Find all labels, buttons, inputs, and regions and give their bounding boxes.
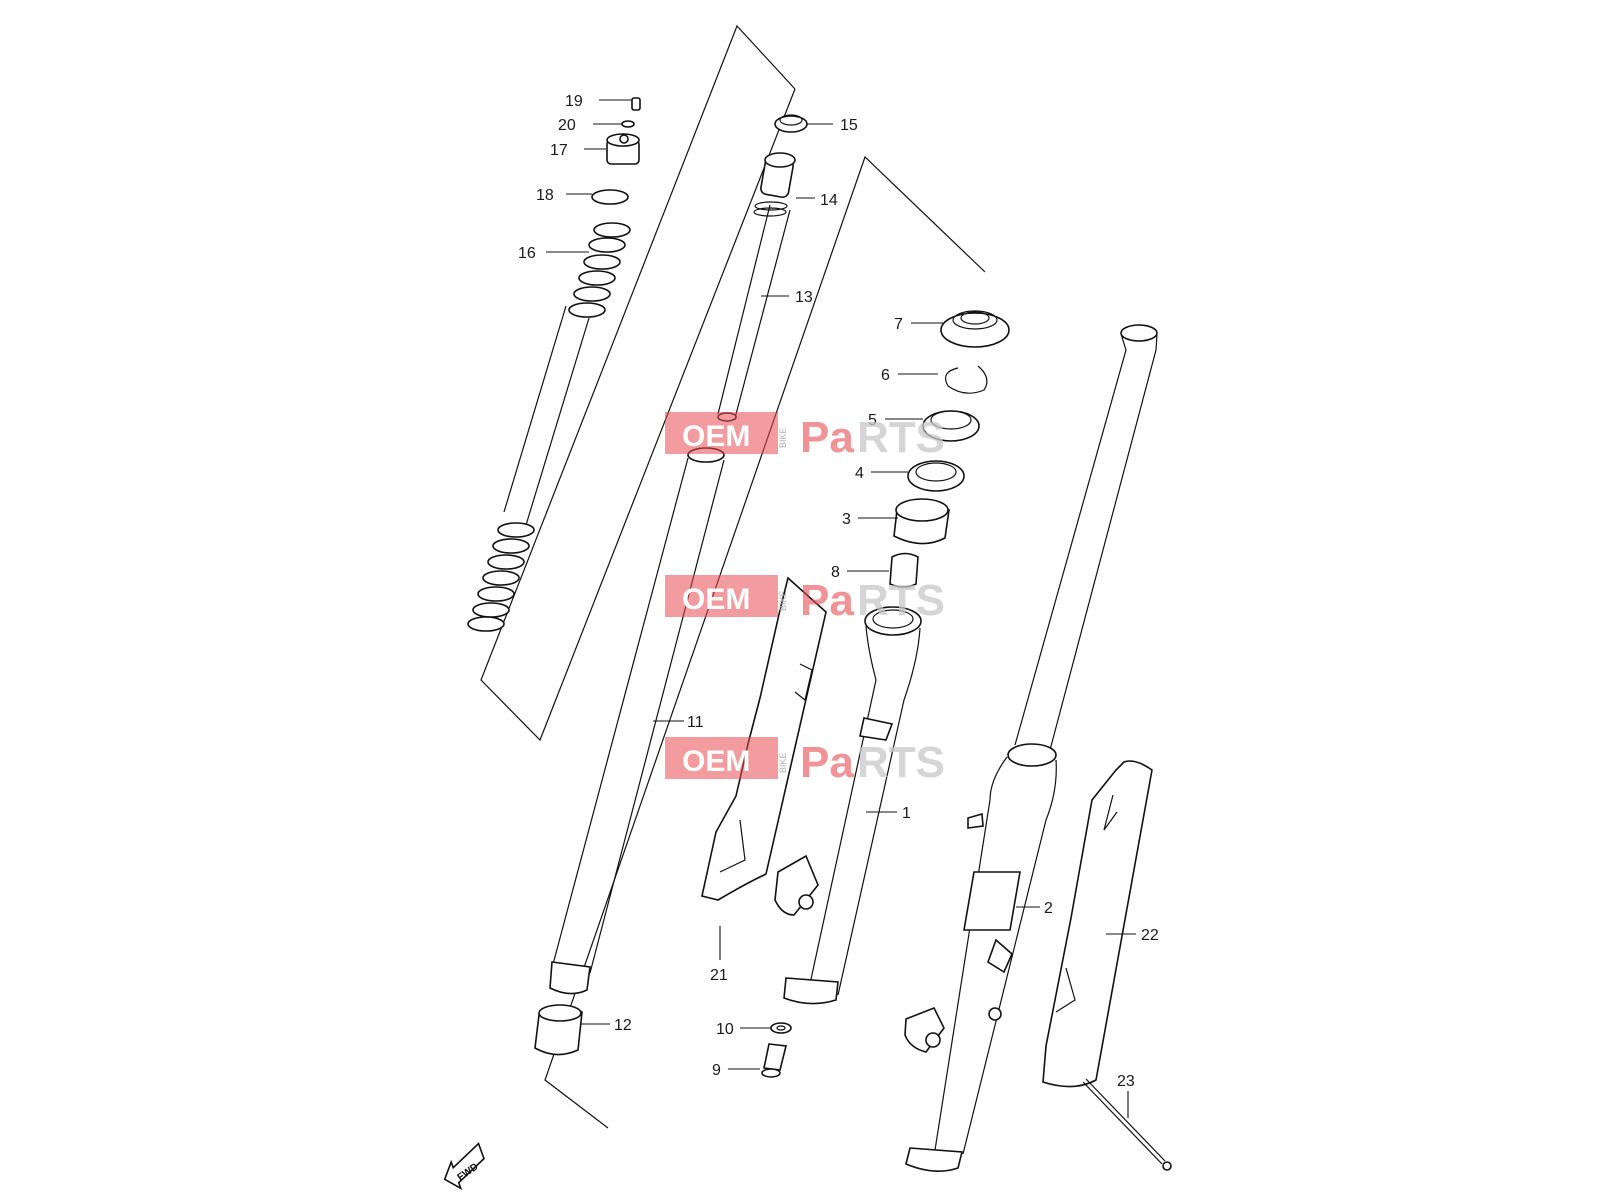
callout-10: 10	[716, 1021, 734, 1038]
callout-13: 13	[795, 289, 813, 306]
callout-23: 23	[1117, 1073, 1135, 1090]
callout-3: 3	[842, 511, 851, 528]
callout-14: 14	[820, 192, 838, 209]
watermark-rts: RTS	[857, 576, 945, 625]
cable-tie	[1082, 1078, 1172, 1171]
front-fork-assembly	[904, 324, 1158, 1172]
callout-4: 4	[855, 465, 864, 482]
air-valve-bolt	[631, 97, 641, 111]
o-ring	[591, 189, 629, 205]
watermark-bike: BIKE	[778, 427, 788, 448]
callout-8: 8	[831, 564, 840, 581]
watermark-rts: RTS	[857, 413, 945, 462]
fwd-arrow-icon: FWD	[443, 1142, 485, 1191]
stopper-ring	[945, 365, 988, 394]
callout-2: 2	[1044, 900, 1053, 917]
watermark-rts: RTS	[857, 738, 945, 787]
watermark-bike: BIKE	[778, 752, 788, 773]
group-outline-left	[480, 24, 796, 742]
watermark-3: OEM BIKE Pa RTS	[665, 737, 945, 787]
callout-5: 5	[868, 412, 877, 429]
watermark-2: OEM BIKE Pa RTS	[665, 575, 945, 625]
spacer-ring	[774, 114, 808, 133]
callout-21: 21	[710, 967, 728, 984]
gasket-washer	[770, 1022, 792, 1034]
callout-18: 18	[536, 187, 554, 204]
oil-lock-piece	[889, 552, 919, 588]
fork-guard-right	[1042, 760, 1153, 1088]
guide-bush	[893, 498, 950, 545]
watermark-bike: BIKE	[778, 590, 788, 611]
watermark-1: OEM BIKE Pa RTS	[665, 412, 945, 462]
callout-22: 22	[1141, 927, 1159, 944]
piston-ring	[753, 201, 788, 217]
group-outline-right	[544, 155, 986, 1129]
watermark-pa: Pa	[800, 413, 854, 462]
callout-1: 1	[902, 805, 911, 822]
watermark-pa: Pa	[800, 738, 854, 787]
fork-spring	[467, 222, 631, 632]
watermark-oem: OEM	[682, 583, 750, 616]
watermark-oem: OEM	[682, 420, 750, 453]
seal-washer	[907, 460, 965, 492]
washer-small	[621, 120, 635, 128]
callout-15: 15	[840, 117, 858, 134]
watermark-oem: OEM	[682, 745, 750, 778]
drain-bolt	[761, 1043, 787, 1078]
watermark-pa: Pa	[800, 576, 854, 625]
callout-labels: 19 20 17 18 16 15 14 13 7 6 5 4 3 8 11 1…	[518, 93, 1159, 1090]
slide-bush	[534, 1004, 583, 1056]
callout-17: 17	[550, 142, 568, 159]
outer-tube-right	[774, 606, 922, 1005]
callout-6: 6	[881, 367, 890, 384]
callout-7: 7	[894, 316, 903, 333]
cap-bolt	[606, 133, 640, 165]
callout-11: 11	[687, 714, 704, 731]
oil-seal	[922, 410, 980, 442]
callout-16: 16	[518, 245, 536, 262]
dust-seal	[940, 310, 1010, 348]
damper-rod	[717, 152, 796, 422]
leader-lines	[546, 99, 1136, 1118]
callout-20: 20	[558, 117, 576, 134]
callout-12: 12	[614, 1017, 632, 1034]
callout-19: 19	[565, 93, 583, 110]
callout-9: 9	[712, 1062, 721, 1079]
